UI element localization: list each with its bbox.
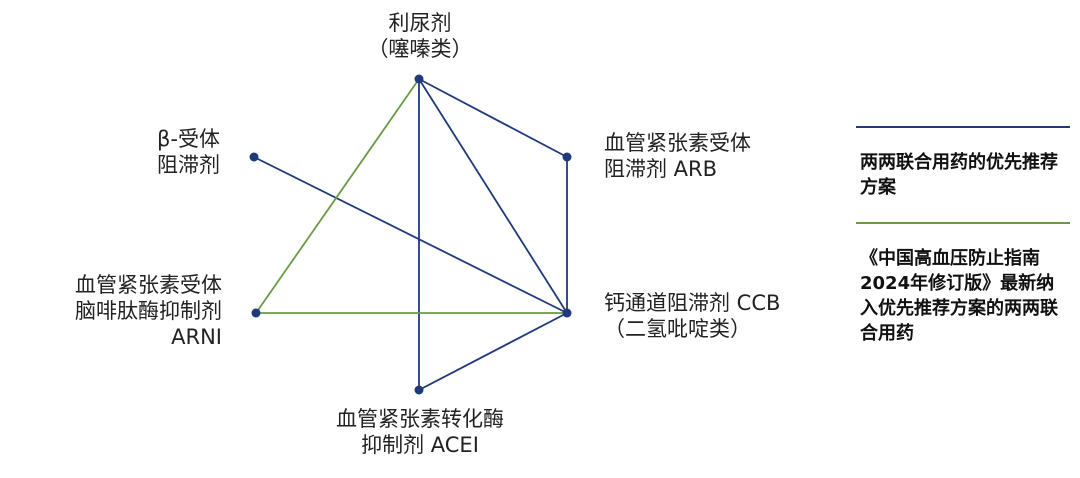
nodes-group [249,74,572,395]
node-label-line: 血管紧张素转化酶 [336,407,504,431]
edges-group [253,78,568,391]
node-label-diuretic: 利尿剂 （噻嗪类） [320,10,520,62]
legend-line-blue [856,126,1070,128]
node-label-line: 利尿剂 [388,11,452,35]
node-label-arni: 血管紧张素受体 脑啡肽酶抑制剂 ARNI [10,272,222,350]
node-label-line: 脑啡肽酶抑制剂 [75,299,222,323]
node-label-line: 钙通道阻滞剂 CCB [604,291,781,315]
node-dot-acei [414,385,424,395]
edge-acei-ccb [418,312,568,391]
node-label-acei: 血管紧张素转化酶 抑制剂 ACEI [300,406,540,458]
legend-line-green [856,222,1070,224]
node-dot-arni [251,308,261,318]
node-label-line: 抑制剂 ACEI [361,433,479,457]
node-dot-diuretic [414,74,424,84]
node-label-ccb: 钙通道阻滞剂 CCB （二氢吡啶类） [604,290,780,342]
legend-text-new-priority: 《中国高血压防止指南2024年修订版》最新纳入优先推荐方案的两两联合用药 [860,248,1058,344]
node-label-line: ARNI [171,325,222,349]
node-label-line: β-受体 [157,127,220,151]
node-dot-ccb [562,308,572,318]
edge-diuretic-arb [418,78,568,158]
node-dot-arb [562,152,572,162]
node-label-line: 血管紧张素受体 [75,273,222,297]
node-label-line: 阻滞剂 ARB [604,157,718,181]
legend-text-priority: 两两联合用药的优先推荐方案 [860,152,1058,198]
node-dot-beta [249,152,259,162]
node-label-arb: 血管紧张素受体 阻滞剂 ARB [604,130,751,182]
node-label-line: （二氢吡啶类） [604,317,751,341]
node-label-line: 血管紧张素受体 [604,131,751,155]
edge-diuretic-ccb [418,78,568,314]
edge-diuretic-arni [255,78,420,314]
node-label-line: 阻滞剂 [157,153,220,177]
edge-beta-ccb [253,156,568,314]
node-label-beta-blocker: β-受体 阻滞剂 [80,126,220,178]
node-label-line: （噻嗪类） [367,37,473,61]
